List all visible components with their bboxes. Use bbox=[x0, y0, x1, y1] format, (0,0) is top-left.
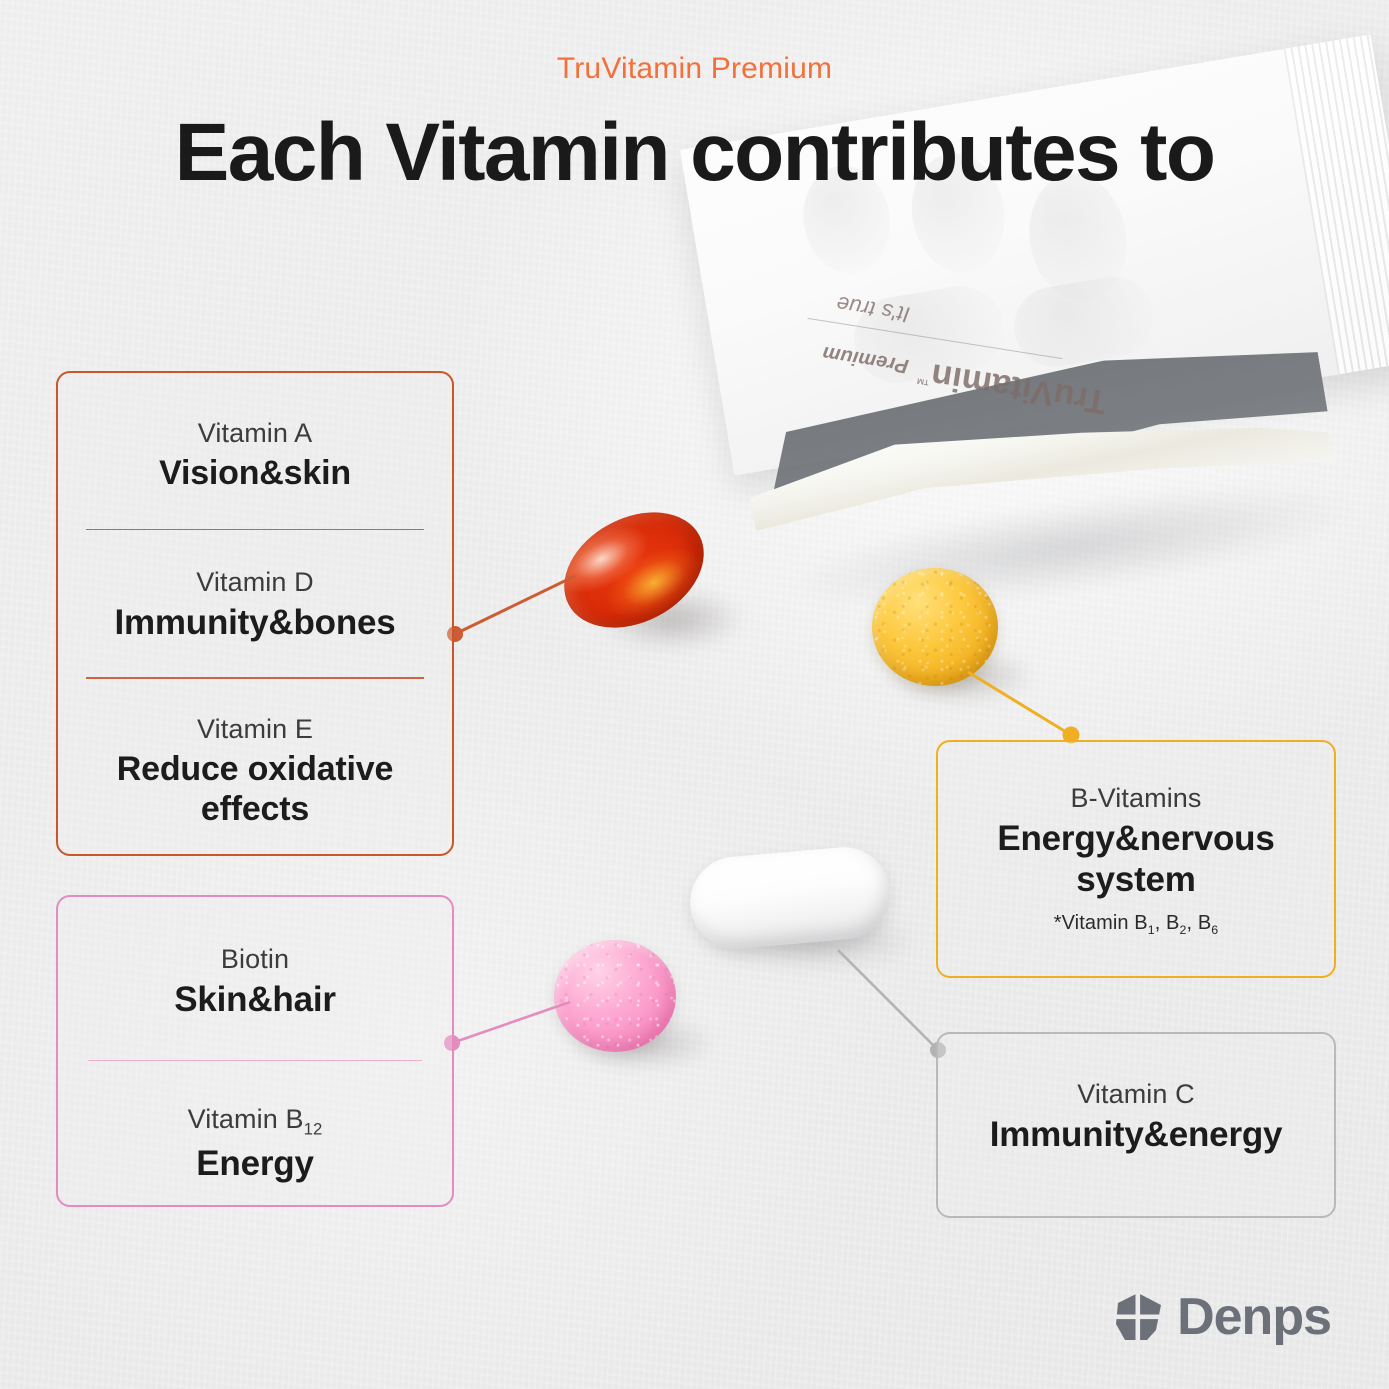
denps-logo-icon bbox=[1116, 1293, 1162, 1340]
brand-logo[interactable]: Denps bbox=[1111, 1287, 1332, 1347]
vitamin-name-text: Vitamin B bbox=[187, 1104, 304, 1135]
footnote-mid-1: , B bbox=[1154, 912, 1180, 935]
card-vitamin-c[interactable]: Vitamin C Immunity&energy bbox=[936, 1032, 1336, 1218]
card-section-vitamin-e: Vitamin E Reduce oxidative effects bbox=[58, 679, 452, 829]
card-fat-soluble-vitamins[interactable]: Vitamin A Vision&skin Vitamin D Immunity… bbox=[56, 371, 454, 856]
vitamin-benefit: Vision&skin bbox=[159, 453, 351, 492]
vitamin-name: Vitamin B12 bbox=[76, 1103, 434, 1140]
trademark-symbol: ™ bbox=[914, 370, 932, 389]
vitamin-name: B-Vitamins bbox=[1070, 783, 1202, 813]
vitamin-name: Biotin bbox=[220, 944, 290, 974]
vitamin-benefit: Immunity&bones bbox=[114, 603, 396, 643]
card-divider bbox=[88, 1060, 422, 1062]
product-brand-label: TruVitamin Premium bbox=[556, 52, 833, 85]
card-section-vitamin-c: Vitamin C Immunity&energy bbox=[938, 1034, 1334, 1155]
vitamin-name: Vitamin D bbox=[196, 567, 314, 598]
footnote-sub-3: 6 bbox=[1211, 923, 1219, 938]
vitamin-name: Vitamin E bbox=[197, 713, 313, 744]
card-section-biotin: Biotin Skin&hair bbox=[58, 897, 452, 1060]
footnote-mid-2: , B bbox=[1186, 912, 1212, 935]
vitamin-name: Vitamin A bbox=[197, 418, 313, 448]
vitamin-name: Vitamin C bbox=[1077, 1079, 1195, 1109]
card-divider bbox=[86, 677, 424, 679]
vitamin-benefit: Energy&nervous system bbox=[997, 818, 1275, 900]
card-b-vitamins[interactable]: B-Vitamins Energy&nervous system *Vitami… bbox=[936, 740, 1336, 978]
card-section-vitamin-b12: Vitamin B12 Energy bbox=[58, 1061, 452, 1184]
vitamin-benefit: Immunity&energy bbox=[989, 1114, 1283, 1154]
card-section-vitamin-d: Vitamin D Immunity&bones bbox=[58, 530, 452, 677]
card-section-b-vitamins: B-Vitamins Energy&nervous system *Vitami… bbox=[938, 742, 1334, 937]
card-footnote: *Vitamin B1, B2, B6 bbox=[938, 912, 1334, 937]
vitamin-benefit: Energy bbox=[196, 1143, 314, 1183]
vitamin-benefit: Skin&hair bbox=[174, 979, 336, 1019]
footnote-prefix: *Vitamin B bbox=[1053, 912, 1148, 935]
footnote-sub-2: 2 bbox=[1179, 923, 1187, 938]
card-biotin-b12[interactable]: Biotin Skin&hair Vitamin B12 Energy bbox=[56, 895, 454, 1207]
card-divider bbox=[86, 528, 424, 531]
vitamin-name-subscript: 12 bbox=[303, 1119, 323, 1139]
vitamin-benefit: Reduce oxidative effects bbox=[116, 749, 394, 828]
page-title: Each Vitamin contributes to bbox=[174, 107, 1216, 198]
denps-logo-text: Denps bbox=[1177, 1288, 1332, 1346]
footnote-sub-1: 1 bbox=[1147, 923, 1155, 938]
card-section-vitamin-a: Vitamin A Vision&skin bbox=[58, 373, 452, 493]
product-sachet bbox=[640, 34, 1389, 631]
pink-tablet-pill bbox=[554, 940, 676, 1052]
yellow-tablet-pill bbox=[872, 568, 998, 686]
